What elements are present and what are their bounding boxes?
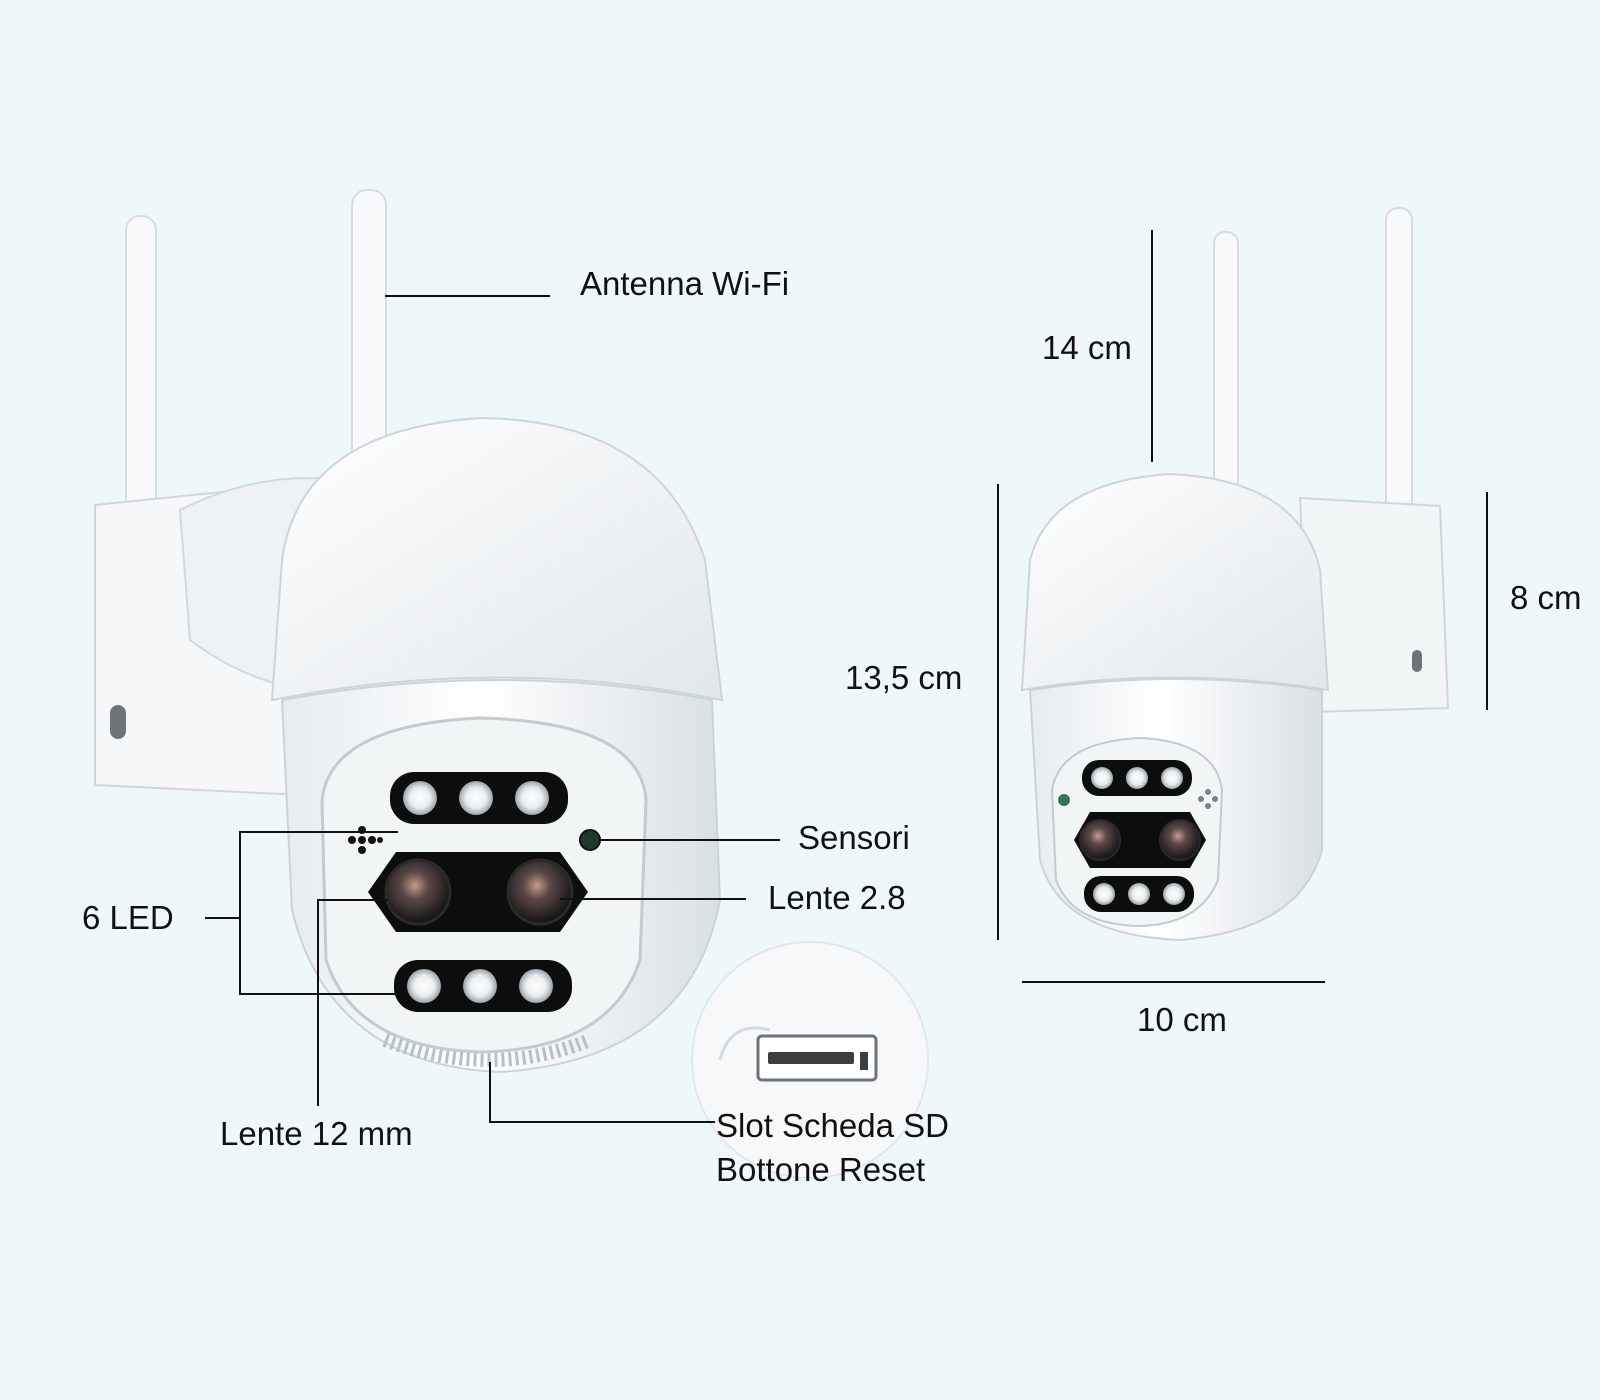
camera-dome bbox=[270, 416, 724, 702]
lens-icon bbox=[1159, 819, 1201, 861]
led-icon bbox=[515, 781, 549, 815]
dimension-lines bbox=[997, 230, 1488, 983]
screw-hole bbox=[110, 705, 126, 739]
led-icon bbox=[519, 969, 553, 1003]
led-icon bbox=[1163, 883, 1185, 905]
label-antenna: Antenna Wi-Fi bbox=[580, 265, 790, 302]
lens-icon bbox=[506, 858, 574, 926]
camera-dome bbox=[1020, 472, 1330, 692]
lens-icon bbox=[1079, 819, 1121, 861]
label-dim-bracket-height: 8 cm bbox=[1510, 579, 1582, 616]
microphone-icon bbox=[348, 826, 383, 854]
camera-grill bbox=[382, 1033, 593, 1067]
led-icon bbox=[459, 781, 493, 815]
microphone-icon bbox=[1198, 789, 1218, 809]
label-dim-width: 10 cm bbox=[1137, 1001, 1227, 1038]
camera-small-icon bbox=[1020, 207, 1450, 942]
label-leds: 6 LED bbox=[82, 899, 174, 936]
sd-slot-leader bbox=[489, 1062, 715, 1123]
label-dim-antenna-height: 14 cm bbox=[1042, 329, 1132, 366]
antenna-icon bbox=[351, 189, 387, 481]
lens-icon bbox=[384, 858, 452, 926]
label-lens-tele: Lente 12 mm bbox=[220, 1115, 413, 1152]
callout-lines bbox=[205, 295, 780, 1123]
screw-hole bbox=[1412, 650, 1422, 672]
antenna-icon bbox=[1213, 231, 1239, 495]
label-lens-wide: Lente 2.8 bbox=[768, 879, 906, 916]
led-icon bbox=[407, 969, 441, 1003]
led-icon bbox=[1093, 883, 1115, 905]
led-icon bbox=[1126, 767, 1148, 789]
leds-leader bbox=[239, 831, 400, 995]
led-icon bbox=[403, 781, 437, 815]
lens-tele-leader bbox=[317, 899, 388, 1106]
label-sd-slot: Slot Scheda SD bbox=[716, 1107, 949, 1144]
led-icon bbox=[1091, 767, 1113, 789]
label-dim-body-height: 13,5 cm bbox=[845, 659, 963, 696]
sensor-icon bbox=[1058, 794, 1070, 806]
camera-large-icon bbox=[94, 189, 724, 1074]
label-reset-button: Bottone Reset bbox=[716, 1151, 926, 1188]
sd-slot-inset bbox=[691, 941, 929, 1179]
label-sensors: Sensori bbox=[798, 819, 910, 856]
sensor-icon bbox=[579, 829, 601, 851]
led-icon bbox=[463, 969, 497, 1003]
led-icon bbox=[1161, 767, 1183, 789]
led-icon bbox=[1128, 883, 1150, 905]
